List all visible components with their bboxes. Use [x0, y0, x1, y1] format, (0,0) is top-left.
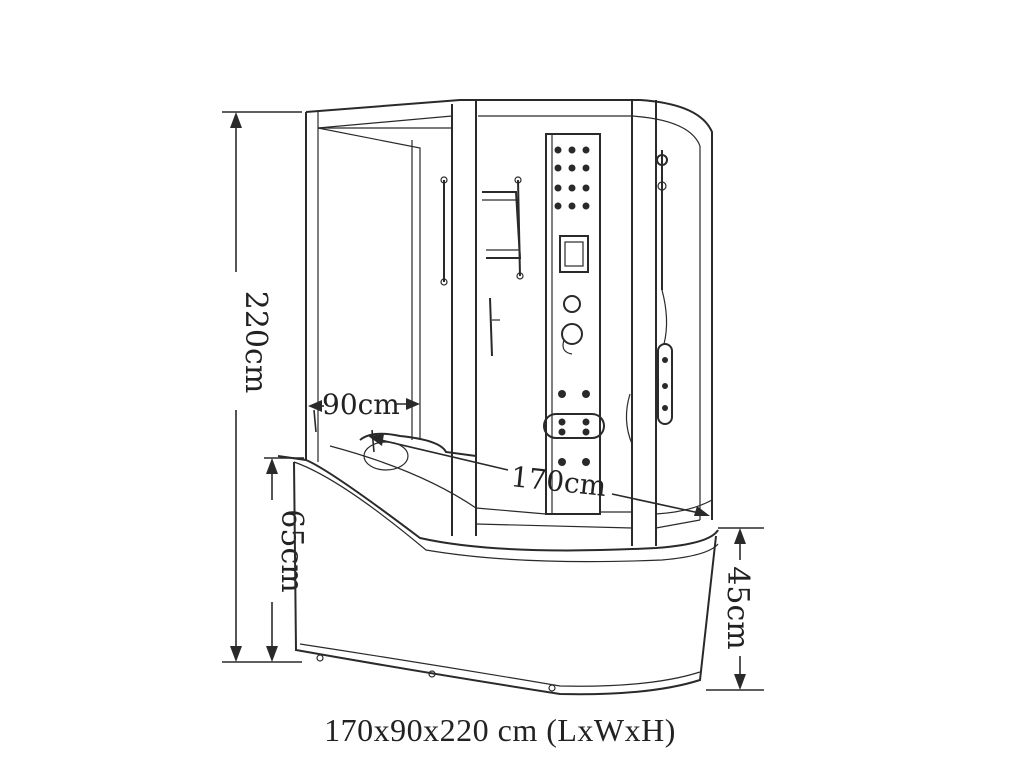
dimension-65cm-label: 65cm [274, 509, 309, 592]
side-jet-panel [657, 343, 673, 425]
dimension-90cm: 90cm [308, 388, 420, 433]
dimension-45cm-label: 45cm [720, 566, 755, 649]
dimension-45cm: 45cm [706, 527, 764, 691]
wall-accessories [440, 176, 524, 357]
dimension-90cm-label: 90cm [322, 388, 400, 421]
dimensions-caption: 170x90x220 cm (LxWxH) [324, 712, 676, 748]
cabin-frame [305, 99, 713, 546]
top-jets [554, 146, 590, 210]
dimension-170cm-label: 170cm [509, 460, 608, 503]
dimension-220cm: 220cm [222, 111, 302, 663]
shower-head-icon [656, 154, 668, 166]
shower-column-panel [543, 133, 605, 515]
hand-shower [625, 150, 673, 445]
dimension-220cm-label: 220cm [238, 291, 273, 394]
mixer-knob-icon [561, 323, 583, 345]
headrest-icon [363, 441, 409, 471]
control-knob-icon [563, 295, 581, 313]
dimension-65cm: 65cm [264, 457, 309, 662]
dimension-170cm: 170cm [368, 429, 710, 516]
foot-massage-plate [543, 413, 605, 439]
control-display [559, 235, 589, 273]
tub-skirt [277, 455, 719, 696]
